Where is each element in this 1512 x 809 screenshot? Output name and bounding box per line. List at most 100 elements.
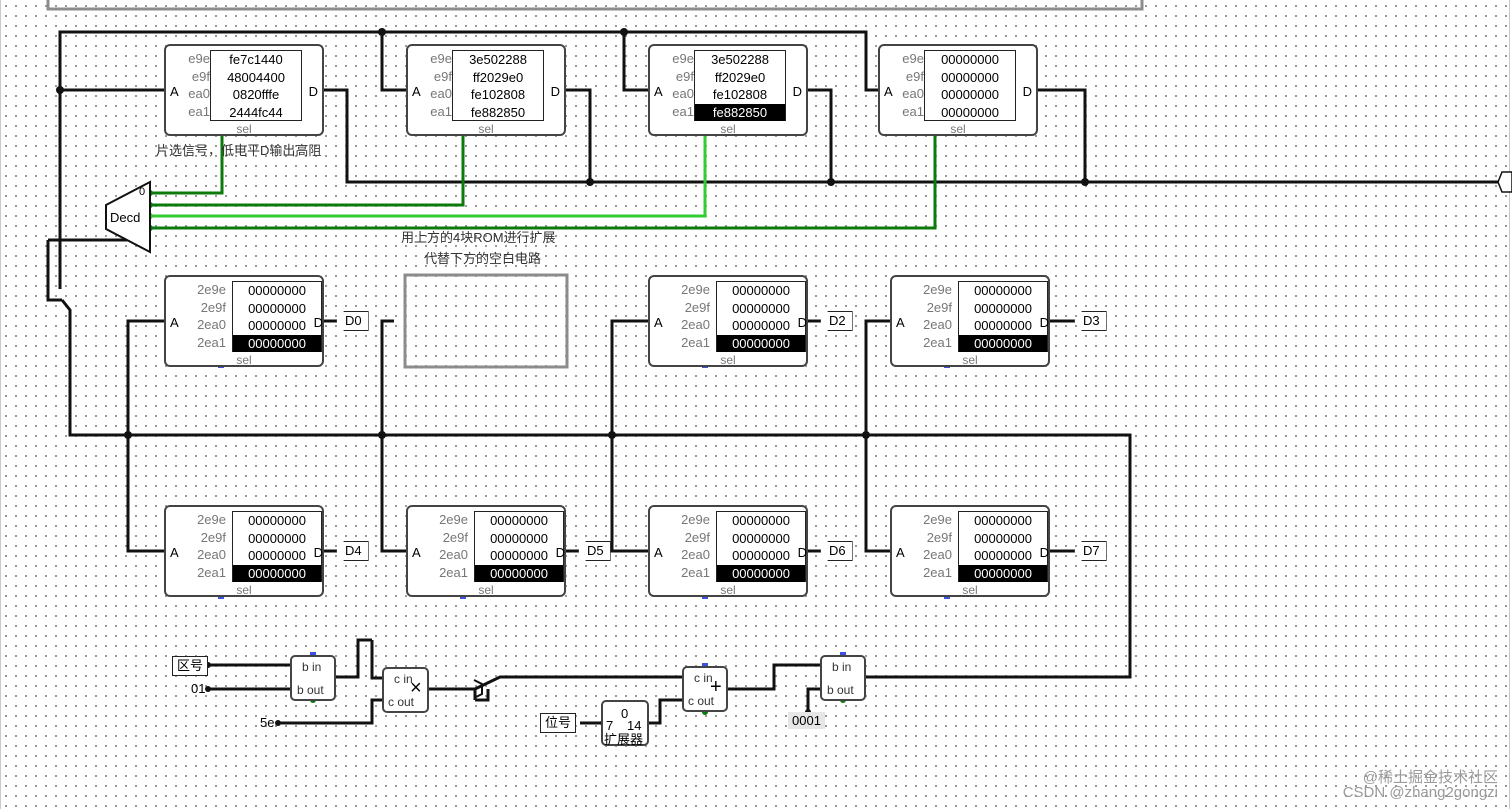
sel-label: sel [478, 122, 494, 136]
multiply-icon: × [410, 677, 422, 699]
bit-extender[interactable]: 0 7 14 扩展器 [601, 700, 649, 747]
extender-out-bits: 14 [627, 718, 642, 733]
position-code-input[interactable]: 位号 [540, 713, 577, 733]
multiplier-constant[interactable]: 5e [260, 715, 275, 730]
pin-a-label: A [170, 545, 179, 560]
borrow-out-label: b out [297, 683, 324, 697]
decoder-shape [105, 180, 151, 254]
tunnel-d5[interactable]: D5 [578, 541, 611, 561]
area-constant[interactable]: 01 [191, 681, 206, 696]
pin-a-label: A [170, 84, 179, 99]
extender-in-bits: 7 [606, 718, 614, 733]
empty-placeholder-frame [403, 273, 569, 369]
carry-in-label: c in [694, 671, 713, 685]
tunnel-d3[interactable]: D3 [1074, 311, 1107, 331]
pin-a-label: A [896, 315, 905, 330]
plus-icon: + [710, 676, 722, 698]
pin-a-label: A [884, 84, 893, 99]
pin-a-label: A [170, 315, 179, 330]
splitter-shape [473, 679, 483, 699]
multiplier[interactable]: c in c out × [382, 667, 429, 713]
watermark-csdn: CSDN @zhang2gongzi [1342, 784, 1498, 801]
tunnel-d4[interactable]: D4 [336, 541, 369, 561]
expand-note-line1: 用上方的4块ROM进行扩展 [401, 230, 556, 245]
extender-label: 扩展器 [604, 732, 644, 747]
tunnel-d6[interactable]: D6 [820, 541, 853, 561]
pin-d-label: D [1039, 545, 1049, 560]
top-frame [46, 0, 1144, 11]
sel-label: sel [478, 583, 494, 597]
carry-in-label: c in [394, 672, 413, 686]
subtract-constant[interactable]: 0001 [788, 712, 825, 729]
subtractor-1[interactable]: b in b out [290, 655, 336, 701]
carry-out-label: c out [688, 694, 715, 708]
pin-d-label: D [797, 315, 807, 330]
pin-d-label: D [1022, 84, 1032, 99]
area-code-input[interactable]: 区号 [172, 656, 209, 676]
pin-a-label: A [654, 84, 663, 99]
pin-a-label: A [654, 545, 663, 560]
decoder-label[interactable]: Decd [110, 210, 141, 225]
borrow-in-label: b in [302, 660, 322, 674]
pin-a-label: A [654, 315, 663, 330]
pin-d-label: D [550, 84, 560, 99]
sel-label: sel [962, 353, 978, 367]
sel-label: sel [720, 583, 736, 597]
pin-d-label: D [555, 545, 565, 560]
expand-note-line2: 代替下方的空白电路 [424, 251, 542, 266]
pin-a-label: A [412, 545, 421, 560]
subtractor-2[interactable]: b in b out [820, 655, 866, 701]
sel-label: sel [720, 353, 736, 367]
pin-a-label: A [412, 84, 421, 99]
tunnel-d2[interactable]: D2 [820, 311, 853, 331]
pin-a-label: A [896, 545, 905, 560]
pin-d-label: D [797, 545, 807, 560]
tunnel-d0[interactable]: D0 [336, 311, 369, 331]
sel-label: sel [720, 122, 736, 136]
tunnel-d7[interactable]: D7 [1074, 541, 1107, 561]
sel-label: sel [236, 353, 252, 367]
right-edge-tunnel [1497, 171, 1512, 193]
sel-label: sel [950, 122, 966, 136]
extender-value: 0 [621, 706, 629, 721]
watermark-juejin: @稀土掘金技术社区 [1362, 769, 1498, 786]
pin-d-label: D [313, 545, 323, 560]
pin-d-label: D [792, 84, 802, 99]
sel-label: sel [236, 122, 252, 136]
decoder-output-zero: 0 [139, 186, 146, 198]
adder[interactable]: c in c out + [682, 666, 728, 712]
sel-label: sel [236, 583, 252, 597]
